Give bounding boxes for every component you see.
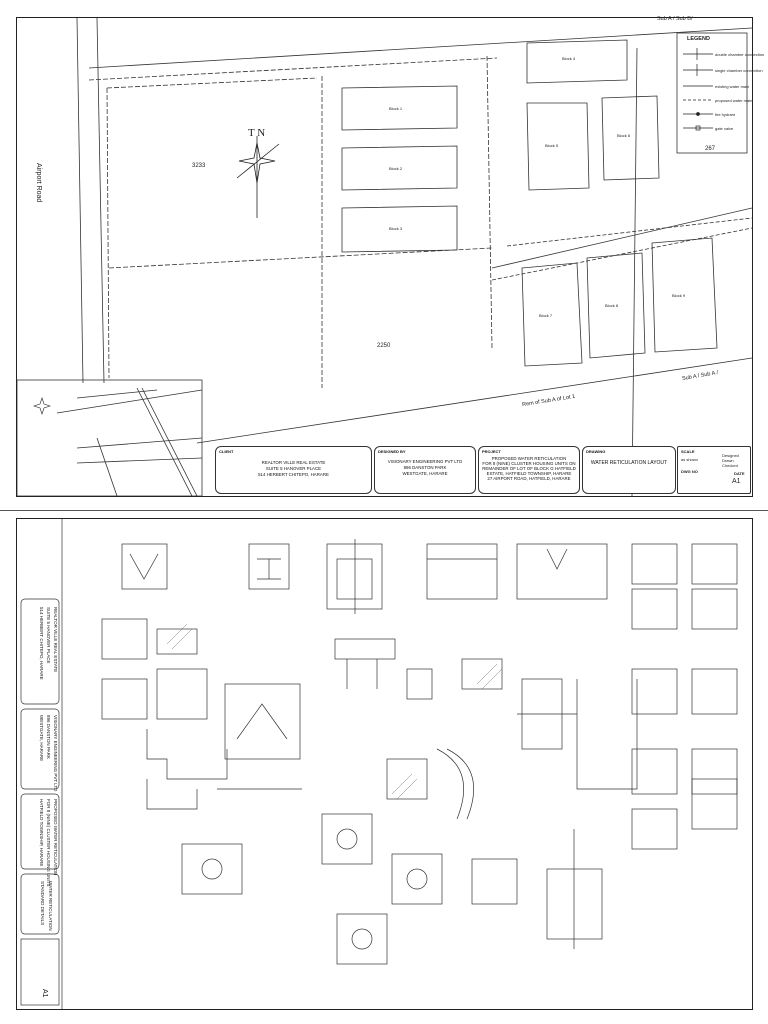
client-box: CLIENT REALTOR VILLE REAL ESTATE SUITE 5… xyxy=(215,446,372,494)
project-line: ESTATE, HATFIELD TOWNSHIP, HARARE xyxy=(486,471,572,476)
legend-item: single chamber connection xyxy=(715,68,763,73)
designer-line: 896 DANSTON PARK xyxy=(46,715,51,759)
scale-value: as shown xyxy=(681,457,698,462)
project-heading: PROJECT xyxy=(482,449,501,454)
subdivision-label: Sub A / Sub B/ xyxy=(657,16,693,22)
block-label: Block 1 xyxy=(389,106,403,111)
block-label: Block 9 xyxy=(672,293,686,298)
legend-item: gate valve xyxy=(715,126,734,131)
bottom-boundary-line xyxy=(196,357,752,444)
designer-line: VISIONARY ENGINEERING PVT LTD xyxy=(53,715,58,792)
legend-item: double chamber connection xyxy=(715,52,765,57)
dwg-no-heading: DWG NO xyxy=(681,469,698,474)
keyplan-north-icon xyxy=(33,397,51,415)
top-boundary-line xyxy=(88,27,752,69)
drawing-title: WATER RETICULATION LAYOUT xyxy=(590,460,668,466)
client-line: 514 HERBERT CHITEPO, HARARE xyxy=(258,472,329,477)
drawing-box: DRAWING WATER RETICULATION LAYOUT xyxy=(582,446,676,494)
site-plan xyxy=(17,18,752,496)
layout-drawing-sheet: Airport Road T N 3233 2250 267 Block 1 B… xyxy=(16,16,764,497)
client-line: SUITE 5 HANOVER PLACE xyxy=(46,607,51,664)
block-label: Block 3 xyxy=(389,226,403,231)
check-line: Checked xyxy=(722,463,738,468)
legend-item: fire hydrant xyxy=(715,112,736,117)
project-line: FOR 8 (NINE) CLUSTER HOUSING UNITS xyxy=(46,799,51,887)
north-arrow-icon xyxy=(236,136,280,218)
block-label: Block 8 xyxy=(605,303,619,308)
project-line: 27 AIRPORT ROAD, HATFIELD, HARARE xyxy=(487,476,571,481)
standard-details xyxy=(20,519,738,1009)
designer-box: DESIGNED BY VISIONARY ENGINEERING PVT LT… xyxy=(374,446,476,494)
stand-number: 3233 xyxy=(192,163,206,169)
scale-heading: SCALE xyxy=(681,449,695,454)
stand-number: 267 xyxy=(705,146,716,152)
sheet-size: A1 xyxy=(732,478,741,485)
block-label: Block 2 xyxy=(389,166,403,171)
designer-line: 896 DANSTON PARK xyxy=(403,465,447,470)
designer-line: WESTGATE, HARARE xyxy=(402,471,448,476)
client-line: REALTOR VILLE REAL ESTATE xyxy=(53,607,58,673)
project-line: PROPOSED WATER RETICULATION xyxy=(491,456,567,461)
drawing-line: WATER RETICULATION xyxy=(48,881,53,931)
project-line: HATFIELD TOWNSHIP, HARARE xyxy=(39,799,44,867)
client-line: SUITE 5 HANOVER PLACE xyxy=(265,466,322,471)
legend-item: existing water main xyxy=(715,84,750,89)
drawing-heading: DRAWING xyxy=(586,449,606,454)
check-line: Drawn xyxy=(722,458,734,463)
page-divider xyxy=(0,510,768,511)
project-line: FOR 8 (NINE) CLUSTER HOUSING UNITS ON xyxy=(482,461,576,466)
designer-line: VISIONARY ENGINEERING PVT LTD xyxy=(387,459,463,464)
client-line: REALTOR VILLE REAL ESTATE xyxy=(261,460,326,465)
project-line: REMAINDER OF LOT OF BLOCK G HATFIELD xyxy=(482,466,576,471)
road-edge-right xyxy=(96,18,105,384)
legend-item: proposed water main xyxy=(715,98,753,103)
stand-number: 2250 xyxy=(377,343,391,349)
road-edge-left xyxy=(76,18,84,384)
check-line: Designed xyxy=(722,453,739,458)
block-label: Block 5 xyxy=(545,143,559,148)
legend-title: LEGEND xyxy=(687,36,710,42)
client-line: 514 HERBERT CHITEPO, HARARE xyxy=(39,607,44,680)
block-label: Block 4 xyxy=(562,56,576,61)
designer-heading: DESIGNED BY xyxy=(378,449,406,454)
north-label: T N xyxy=(248,127,266,139)
client-heading: CLIENT xyxy=(219,449,234,454)
sheet-size: A1 xyxy=(41,989,48,998)
date-heading: DATE xyxy=(734,471,745,476)
drawing-line: STANDARD DETAILS xyxy=(40,881,45,926)
block-label: Block 7 xyxy=(539,313,553,318)
project-line: PROPOSED WATER RETICULATION xyxy=(53,799,58,876)
details-drawing-sheet: REALTOR VILLE REAL ESTATE SUITE 5 HANOVE… xyxy=(16,518,753,1010)
designer-line: WESTGATE, HARARE xyxy=(39,715,44,762)
road-label: Airport Road xyxy=(35,163,42,203)
block-label: Block 6 xyxy=(617,133,631,138)
scale-box: SCALE as shown DWG NO Designed Drawn Che… xyxy=(677,446,751,494)
project-box: PROJECT PROPOSED WATER RETICULATION FOR … xyxy=(478,446,580,494)
